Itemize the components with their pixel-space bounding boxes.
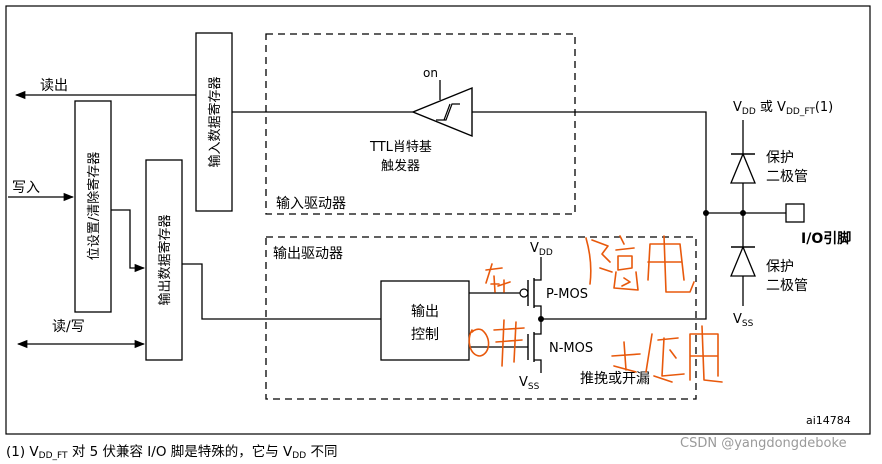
figure-id: ai14784	[806, 414, 851, 427]
vss-bottom-label: VSS	[733, 312, 754, 329]
input-data-register	[195, 32, 233, 212]
odr-to-control-wire	[182, 263, 381, 320]
vss-nmos-label: VSS	[519, 375, 540, 392]
pmos-label: P-MOS	[546, 287, 588, 302]
pmos-gate-bubble	[519, 288, 529, 298]
read-write-label: 读/写	[52, 318, 85, 335]
output-driver-box	[265, 236, 697, 400]
trigger-to-pin-wire	[472, 111, 707, 213]
input-data-register-label: 输入数据寄存器	[207, 76, 223, 167]
ttl-label-line2: 触发器	[381, 158, 420, 174]
protect-bot-label-1: 保护	[766, 259, 794, 275]
output-data-register-label: 输出数据寄存器	[157, 214, 173, 305]
outer-frame	[5, 5, 871, 435]
read-out-label: 读出	[40, 77, 68, 94]
pmos-transistor	[534, 262, 542, 281]
output-control-box	[380, 280, 470, 361]
output-control-label-2: 控制	[411, 327, 439, 343]
footnote-part1: (1) V	[6, 444, 39, 460]
footnote-part2: 对 5 伏兼容 I/O 脚是特殊的，它与 V	[67, 444, 293, 460]
ttl-schmitt-trigger	[411, 86, 473, 138]
footnote: (1) VDD_FT 对 5 伏兼容 I/O 脚是特殊的，它与 VDD 不同	[6, 440, 646, 461]
protect-top-label-1: 保护	[766, 150, 794, 166]
vdd-top-label: VDD 或 VDD_FT(1)	[733, 100, 833, 117]
footnote-sub2: DD	[292, 451, 307, 461]
on-label: on	[423, 66, 438, 80]
hysteresis-icon	[436, 103, 460, 121]
output-data-register	[145, 159, 183, 361]
top-protection-diode	[730, 152, 756, 184]
io-pin-square	[785, 203, 805, 223]
input-driver-box	[265, 33, 576, 215]
handwritten-annotations	[468, 235, 723, 383]
output-to-pin-wire	[541, 213, 707, 320]
bottom-protection-diode	[730, 245, 756, 277]
output-driver-label: 输出驱动器	[273, 246, 343, 262]
io-pin-label: I/O引脚	[801, 231, 851, 247]
push-pull-label: 推挽或开漏	[580, 371, 650, 387]
protect-bot-label-2: 二极管	[766, 278, 808, 294]
output-control-label-1: 输出	[411, 304, 439, 320]
ttl-label-line1: TTL肖特基	[369, 140, 432, 155]
watermark: CSDN @yangdongdeboke	[680, 436, 847, 451]
bit-set-reset-register	[74, 100, 112, 313]
protect-top-label-2: 二极管	[766, 169, 808, 185]
input-driver-label: 输入驱动器	[276, 196, 346, 212]
footnote-part3: 不同	[306, 444, 338, 460]
nmos-transistor	[534, 319, 542, 335]
bit-set-reset-register-label: 位设置/清除寄存器	[86, 152, 102, 260]
vdd-pmos-label: VDD	[530, 241, 553, 258]
footnote-sub1: DD_FT	[38, 451, 68, 461]
write-in-label: 写入	[12, 180, 40, 196]
nmos-label: N-MOS	[549, 341, 593, 356]
bsrr-to-odr-wire	[111, 209, 146, 273]
